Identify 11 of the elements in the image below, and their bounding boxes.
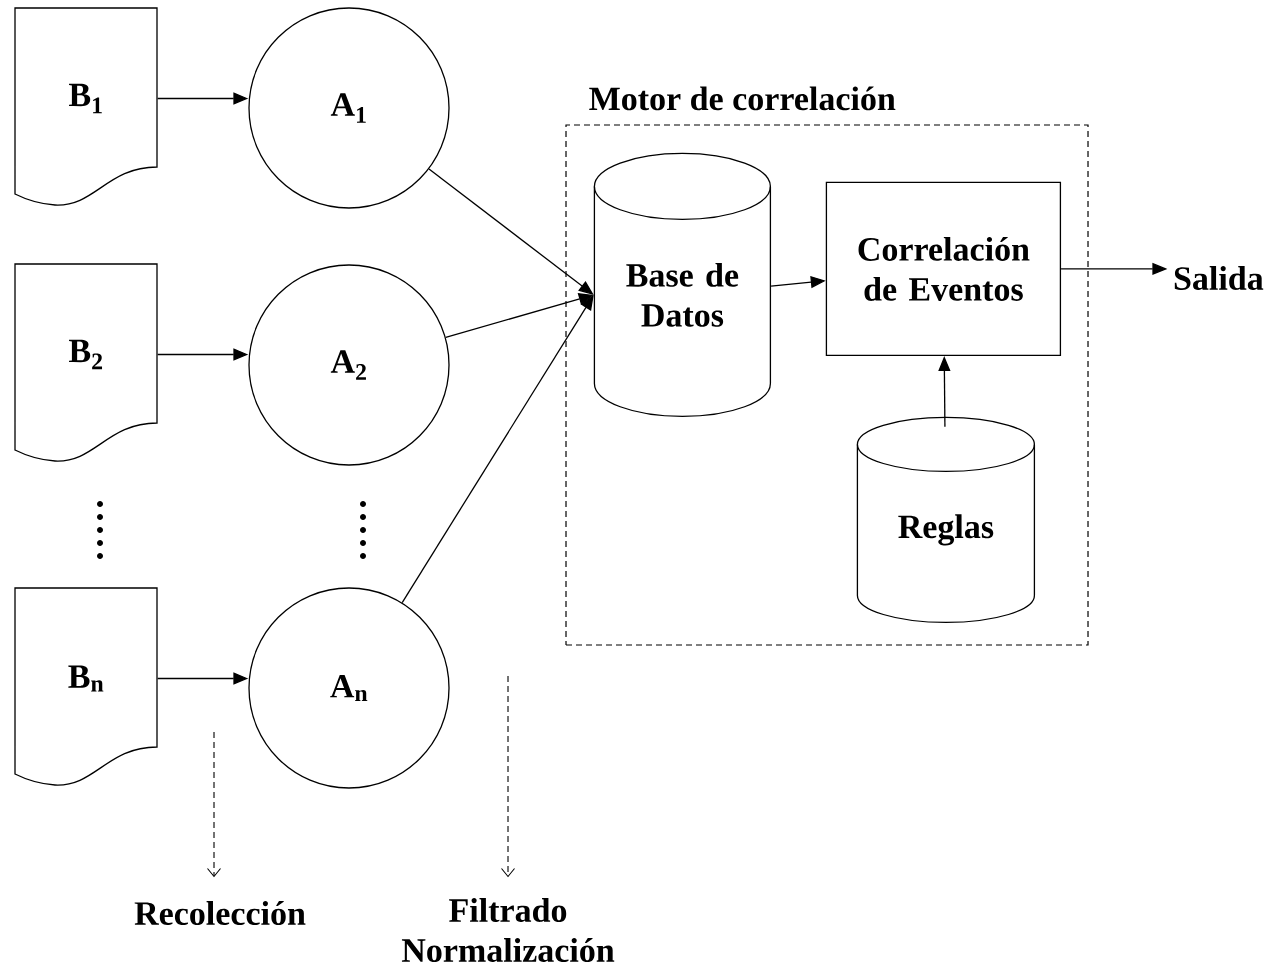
output-label: Salida bbox=[1174, 266, 1264, 290]
stage-label: Recolección bbox=[134, 901, 306, 925]
stage-label: Filtrado Normalización bbox=[401, 898, 615, 962]
database-cylinder: Reglas bbox=[856, 416, 1036, 624]
arrow bbox=[500, 675, 516, 878]
frame-title: Motor de correlación bbox=[589, 86, 896, 111]
node-label: Reglas bbox=[898, 514, 994, 546]
node-label: Base de Datos bbox=[626, 262, 739, 327]
process-box: Correlación de Eventos bbox=[825, 181, 1062, 357]
arrow bbox=[206, 731, 222, 878]
database-cylinder: Base de Datos bbox=[593, 152, 772, 418]
